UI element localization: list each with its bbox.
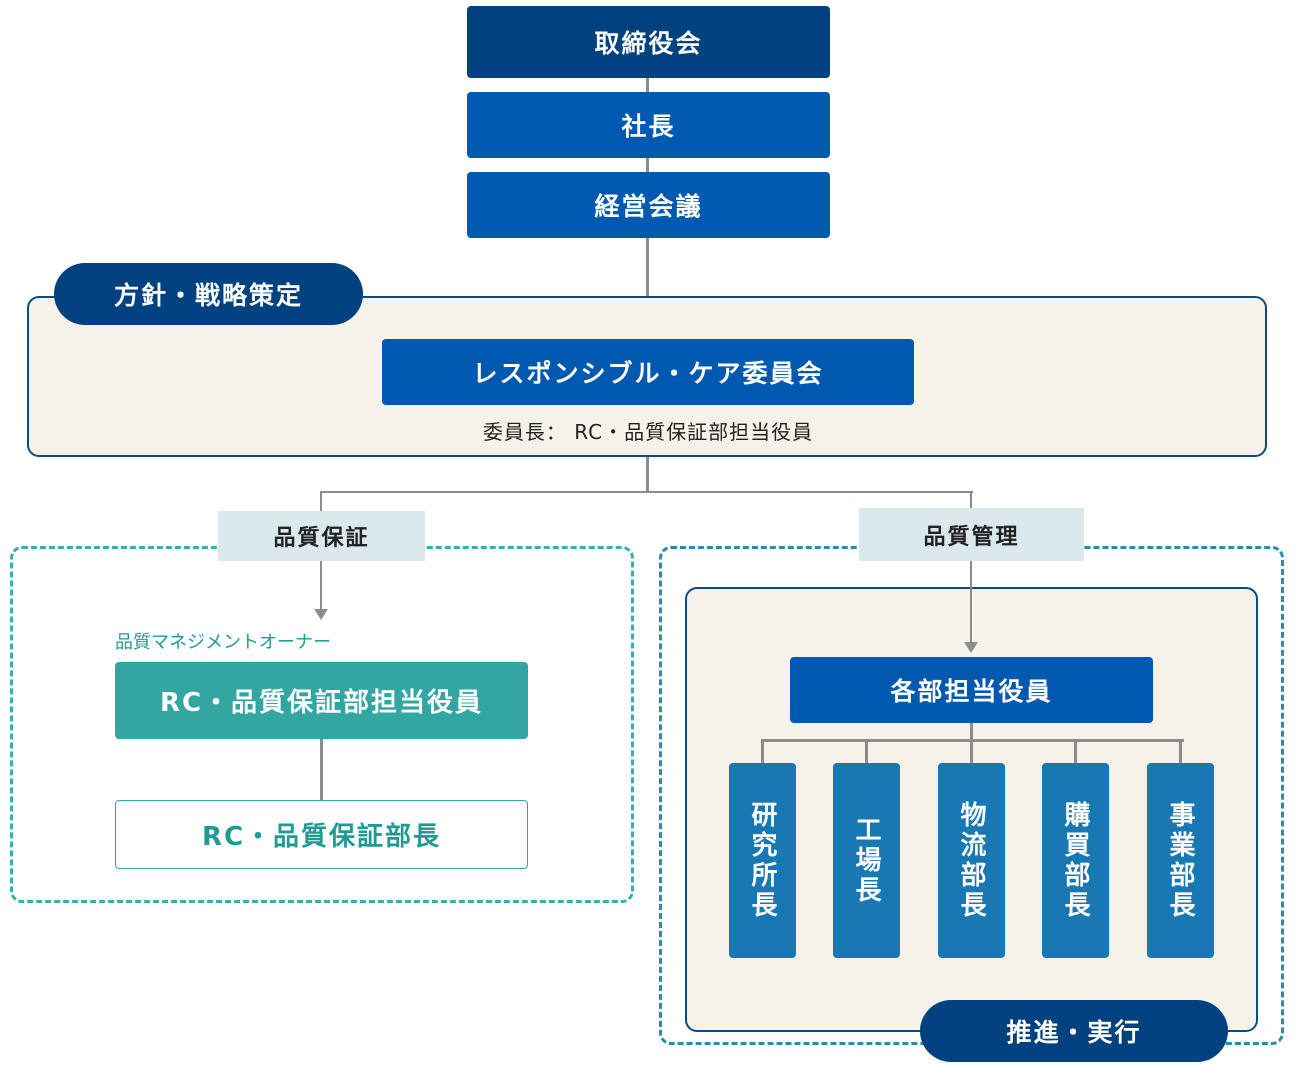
rc-qa-executive-label: RC・品質保証部担当役員 <box>159 688 484 718</box>
connector-dept-5 <box>1179 739 1182 763</box>
connector-dept-horizontal <box>761 739 1184 742</box>
connector-meeting-policy <box>646 238 649 298</box>
connector-branch-qc <box>970 491 972 509</box>
connector-dept-2 <box>865 739 868 763</box>
connector-exec-dept-vertical <box>970 723 973 763</box>
rc-qa-manager-label: RC・品質保証部長 <box>201 822 442 852</box>
department-box-logistics: 物流部長 <box>938 763 1005 958</box>
department-executives-label: 各部担当役員 <box>890 677 1053 706</box>
quality-assurance-tag: 品質保証 <box>218 511 425 561</box>
connector-qc-executive <box>970 561 972 642</box>
connector-board-president <box>646 78 649 92</box>
rc-committee-box: レスポンシブル・ケア委員会 <box>382 339 914 405</box>
arrow-down-icon <box>314 609 328 620</box>
department-label: 事業部長 <box>1165 800 1195 921</box>
quality-control-tag-label: 品質管理 <box>923 524 1020 550</box>
management-meeting-box: 経営会議 <box>467 172 830 238</box>
management-meeting-label: 経営会議 <box>594 192 703 221</box>
department-box-purchasing: 購買部長 <box>1042 763 1109 958</box>
rc-qa-manager-box: RC・品質保証部長 <box>115 800 528 869</box>
president-box: 社長 <box>467 92 830 158</box>
rc-committee-label: レスポンシブル・ケア委員会 <box>472 359 824 388</box>
department-label: 工場長 <box>851 815 881 906</box>
department-label: 購買部長 <box>1060 800 1090 921</box>
department-executives-box: 各部担当役員 <box>790 657 1153 723</box>
department-label: 研究所長 <box>747 800 777 921</box>
connector-dept-1 <box>761 739 764 763</box>
rc-qa-executive-box: RC・品質保証部担当役員 <box>115 662 528 739</box>
quality-control-tag: 品質管理 <box>859 508 1084 561</box>
policy-strategy-label: 方針・戦略策定 <box>113 281 303 310</box>
committee-chair-text: 委員長： RC・品質保証部担当役員 <box>482 420 814 444</box>
board-of-directors-box: 取締役会 <box>467 6 830 78</box>
connector-dept-4 <box>1074 739 1077 763</box>
quality-assurance-tag-label: 品質保証 <box>273 526 370 551</box>
connector-president-meeting <box>646 158 649 172</box>
department-box-research: 研究所長 <box>729 763 796 958</box>
promotion-execution-pill: 推進・実行 <box>920 1000 1228 1062</box>
arrow-down-icon <box>964 642 978 653</box>
department-label: 物流部長 <box>956 800 986 921</box>
board-of-directors-label: 取締役会 <box>594 29 703 58</box>
department-box-plant: 工場長 <box>833 763 900 958</box>
connector-qa-executive-manager <box>320 739 323 800</box>
president-label: 社長 <box>621 112 676 141</box>
department-box-business: 事業部長 <box>1147 763 1214 958</box>
connector-branch-horizontal <box>320 491 973 493</box>
connector-branch-qa <box>320 491 322 511</box>
quality-owner-caption: 品質マネジメントオーナー <box>115 632 331 653</box>
promotion-execution-label: 推進・実行 <box>1006 1018 1142 1047</box>
connector-qa-owner <box>320 561 322 609</box>
connector-policy-branch <box>646 457 649 492</box>
policy-strategy-pill: 方針・戦略策定 <box>54 263 363 325</box>
